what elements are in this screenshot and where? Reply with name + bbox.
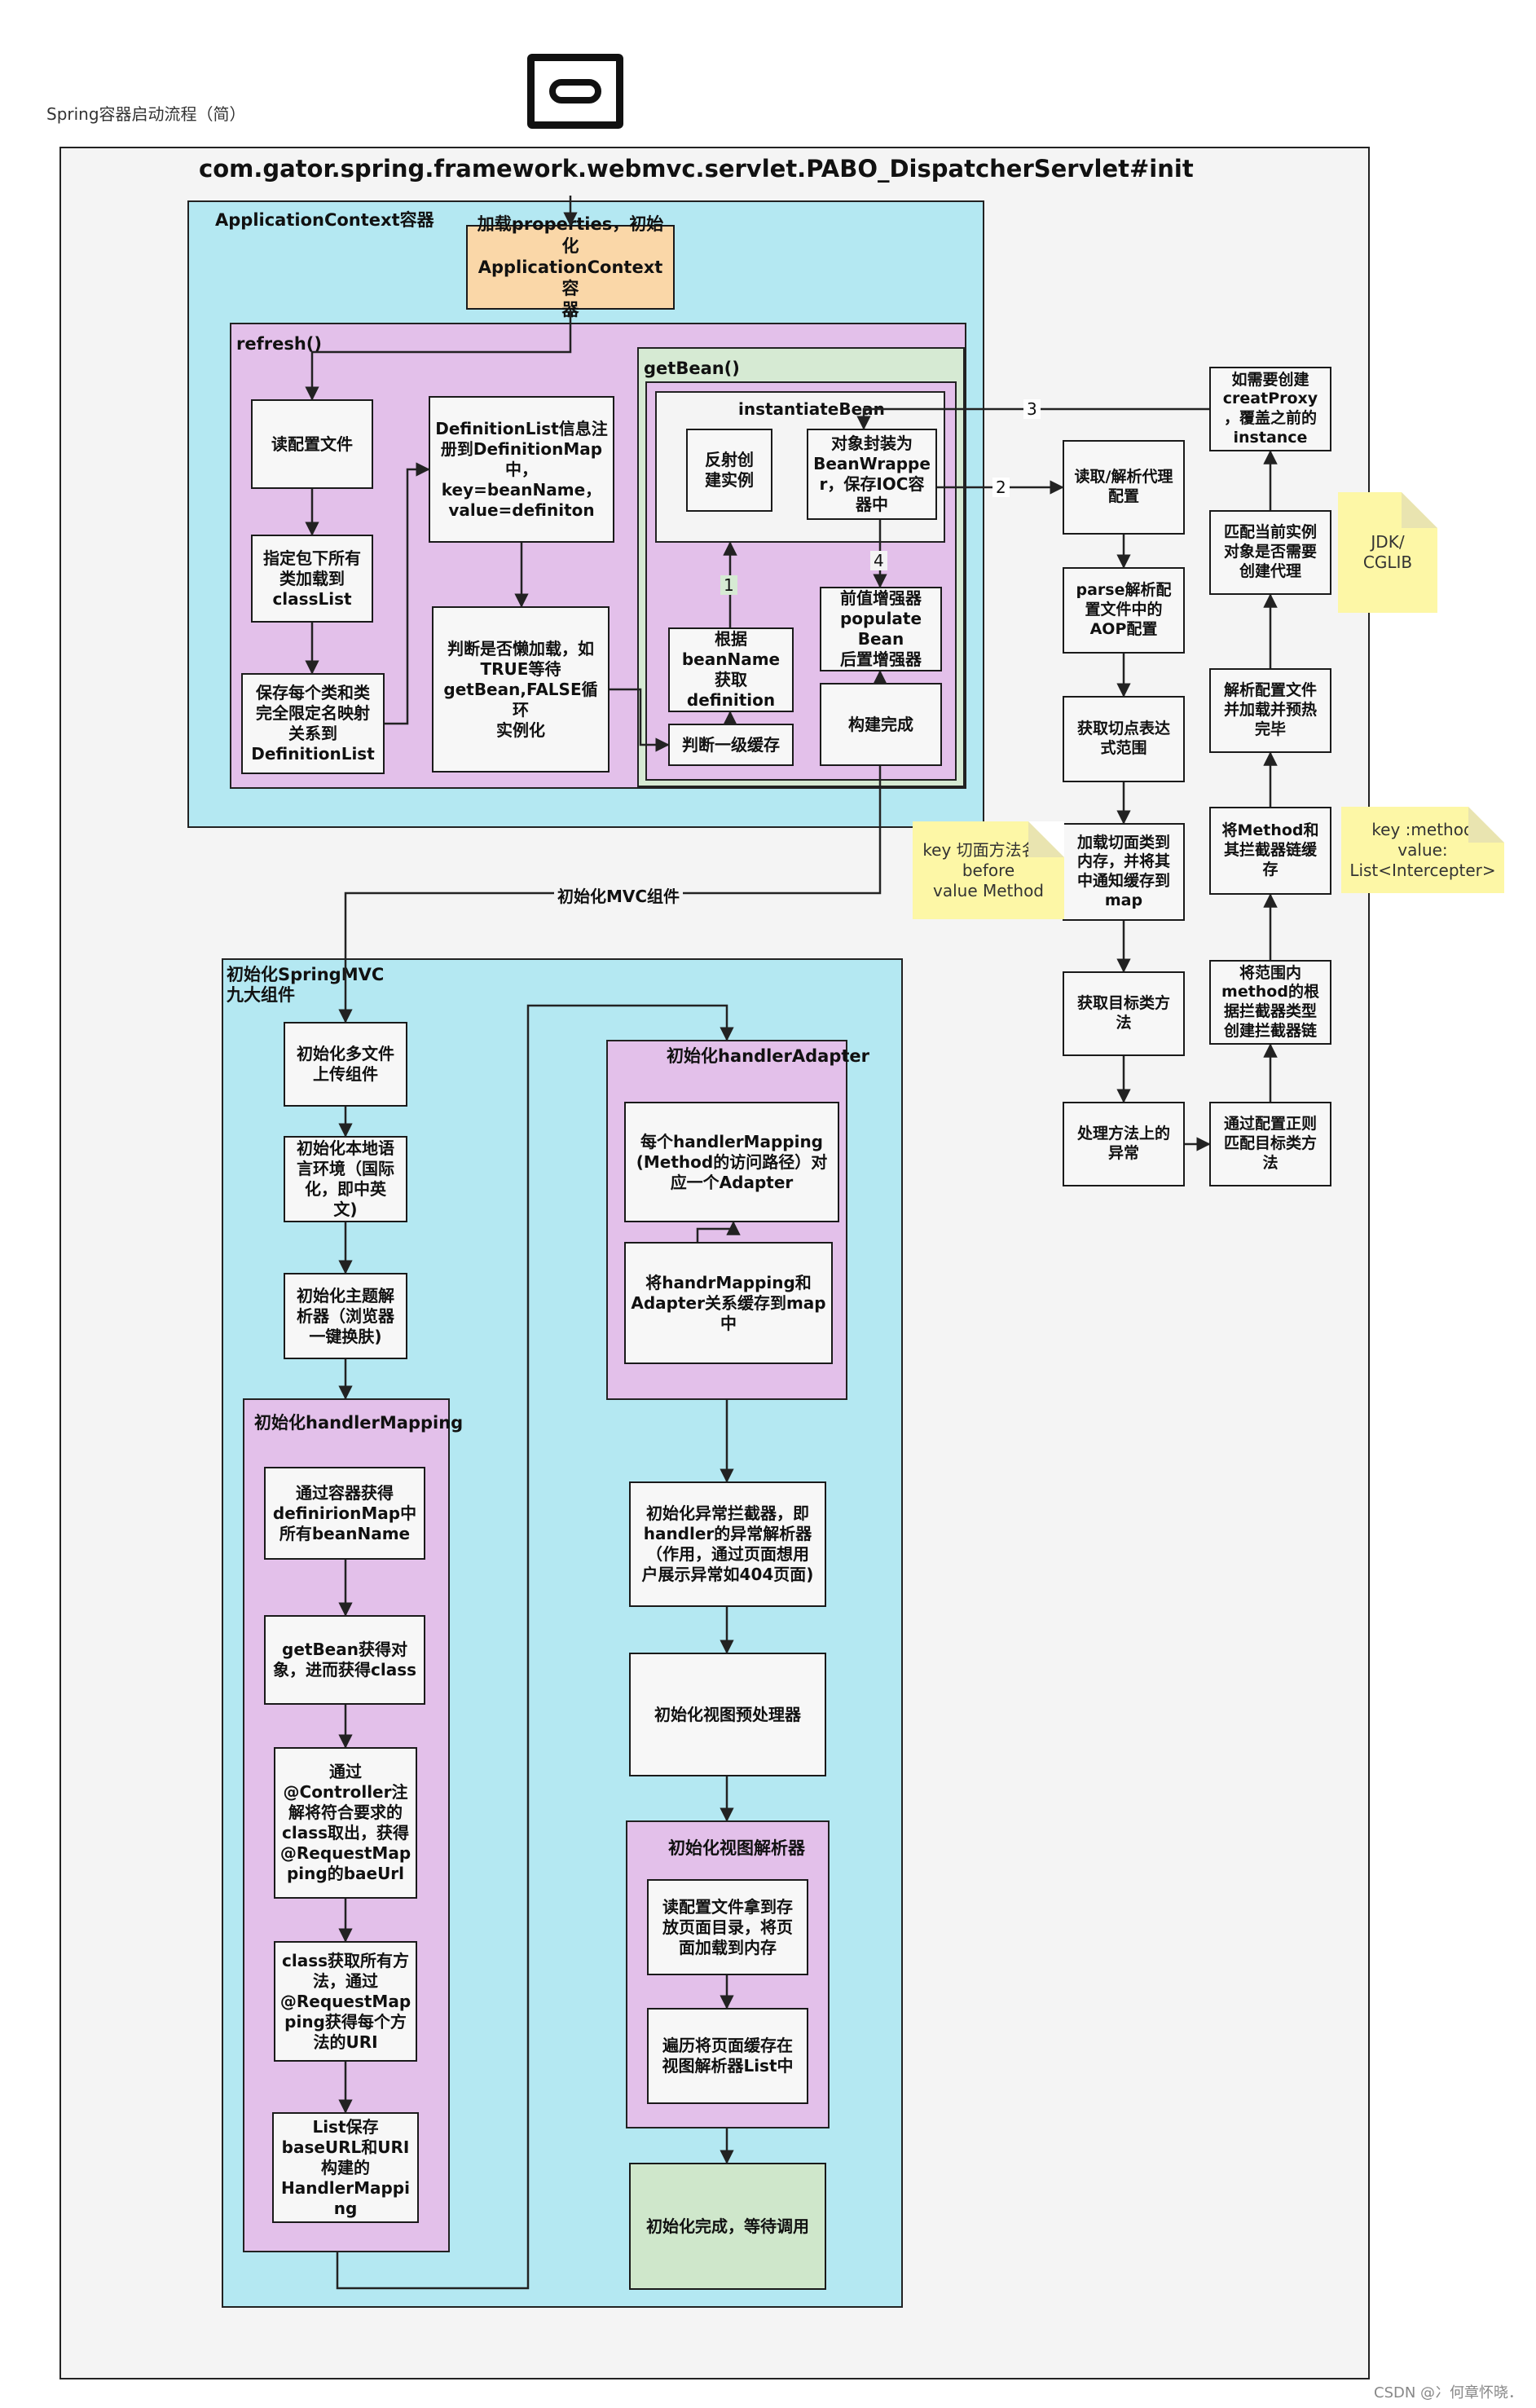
- build-done-node[interactable]: 构建完成: [820, 683, 942, 766]
- main-title: com.gator.spring.framework.webmvc.servle…: [199, 155, 1194, 183]
- get-pointcut-node[interactable]: 获取切点表达 式范围: [1063, 696, 1185, 782]
- scan-package-node[interactable]: 指定包下所有 类加载到 classList: [251, 535, 373, 623]
- note-key-method-text: key :method value: List<Intercepter>: [1349, 819, 1496, 880]
- note-key-aspect: key 切面方法名如 before value Method: [913, 821, 1064, 919]
- edge-hm-ha: [336, 1004, 734, 2290]
- read-proxy-config-node[interactable]: 读取/解析代理 配置: [1063, 440, 1185, 535]
- init-done-node[interactable]: 初始化完成，等待调用: [629, 2163, 826, 2290]
- springmvc-title: 初始化SpringMVC 九大组件: [227, 965, 385, 1006]
- note-jdk-cglib-text: JDK/ CGLIB: [1362, 532, 1413, 572]
- application-context-title: ApplicationContext容器: [215, 210, 434, 230]
- reflect-create-node[interactable]: 反射创 建实例: [686, 429, 772, 512]
- hm-step1-node[interactable]: 通过容器获得 definirionMap中 所有beanName: [264, 1467, 425, 1560]
- edge-proxy-wrap: [856, 407, 1209, 430]
- get-definition-node[interactable]: 根据 beanName 获取 definition: [668, 627, 794, 712]
- handler-adapter-title: 初始化handlerAdapter: [667, 1046, 870, 1066]
- hm-step4-node[interactable]: class获取所有方 法，通过 @RequestMap ping获得每个方 法的…: [274, 1941, 417, 2062]
- view-preprocessor-node[interactable]: 初始化视图预处理器: [629, 1653, 826, 1776]
- edge-save-register: [385, 462, 430, 725]
- get-target-node[interactable]: 获取目标类方 法: [1063, 971, 1185, 1056]
- edge-label-3: 3: [1023, 399, 1041, 419]
- rounded-rectangle-logo-icon: [527, 54, 623, 129]
- exception-resolver-node[interactable]: 初始化异常拦截器，即 handler的异常解析器 （作用，通过页面想用 户展示异…: [629, 1481, 826, 1607]
- theme-node[interactable]: 初始化主题解 析器（浏览器 一键换肤): [284, 1273, 407, 1359]
- watermark: CSDN @冫何章怀晓．: [1374, 2384, 1524, 2401]
- locale-node[interactable]: 初始化本地语 言环境（国际 化，即中英 文): [284, 1136, 407, 1222]
- parse-aop-node[interactable]: parse解析配 置文件中的 AOP配置: [1063, 567, 1185, 654]
- wrap-bean-node[interactable]: 对象封装为 BeanWrappe r，保存IOC容 器中: [807, 429, 937, 520]
- multipart-node[interactable]: 初始化多文件 上传组件: [284, 1022, 407, 1107]
- ha-step2-node[interactable]: 将handrMapping和 Adapter关系缓存到map 中: [624, 1242, 833, 1364]
- hm-step3-node[interactable]: 通过 @Controller注 解将符合要求的 class取出，获得 @Requ…: [274, 1747, 417, 1899]
- cache-chain-node[interactable]: 将Method和 其拦截器链缓 存: [1209, 807, 1331, 895]
- handler-mapping-title: 初始化handlerMapping: [254, 1413, 464, 1433]
- vr-step1-node[interactable]: 读配置文件拿到存 放页面目录，将页 面加载到内存: [647, 1879, 808, 1975]
- note-key-method: key :method value: List<Intercepter>: [1341, 807, 1504, 893]
- save-mapping-node[interactable]: 保存每个类和类 完全限定名映射 关系到 DefinitionList: [241, 673, 385, 774]
- instantiate-bean-title: instantiateBean: [738, 399, 885, 419]
- edge-label-init-mvc: 初始化MVC组件: [554, 883, 684, 907]
- register-map-node[interactable]: DefinitionList信息注 册到DefinitionMap 中， key…: [429, 396, 614, 543]
- edge-lazy-cache: [610, 688, 670, 752]
- hm-step5-node[interactable]: List保存 baseURL和URI 构建的 HandlerMappi ng: [272, 2112, 419, 2223]
- view-resolver-title: 初始化视图解析器: [668, 1838, 805, 1858]
- edge-label-2: 2: [992, 478, 1010, 497]
- refresh-title: refresh(): [236, 334, 322, 354]
- parse-preheat-node[interactable]: 解析配置文件 并加载并预热 完毕: [1209, 668, 1331, 753]
- populate-bean-node[interactable]: 前值增强器 populate Bean 后置增强器: [820, 587, 942, 671]
- note-jdk-cglib: JDK/ CGLIB: [1338, 492, 1437, 613]
- getbean-title: getBean(): [644, 359, 740, 378]
- edge-label-1: 1: [720, 575, 737, 595]
- vr-step2-node[interactable]: 遍历将页面缓存在 视图解析器List中: [647, 2008, 808, 2104]
- lazy-check-node[interactable]: 判断是否懒加载，如 TRUE等待 getBean,FALSE循环 实例化: [432, 606, 610, 773]
- ha-step1-node[interactable]: 每个handlerMapping (Method的访问路径）对 应一个Adapt…: [624, 1102, 839, 1222]
- create-proxy-node[interactable]: 如需要创建 creatProxy ，覆盖之前的 instance: [1209, 367, 1331, 451]
- top-label: Spring容器启动流程（简）: [46, 104, 246, 124]
- edge-label-4: 4: [870, 551, 887, 570]
- need-proxy-node[interactable]: 匹配当前实例 对象是否需要 创建代理: [1209, 510, 1331, 595]
- read-config-node[interactable]: 读配置文件: [251, 399, 373, 489]
- match-regex-node[interactable]: 通过配置正则 匹配目标类方 法: [1209, 1102, 1331, 1186]
- edge-load-read: [305, 310, 572, 401]
- edge-ha-1: [696, 1221, 741, 1242]
